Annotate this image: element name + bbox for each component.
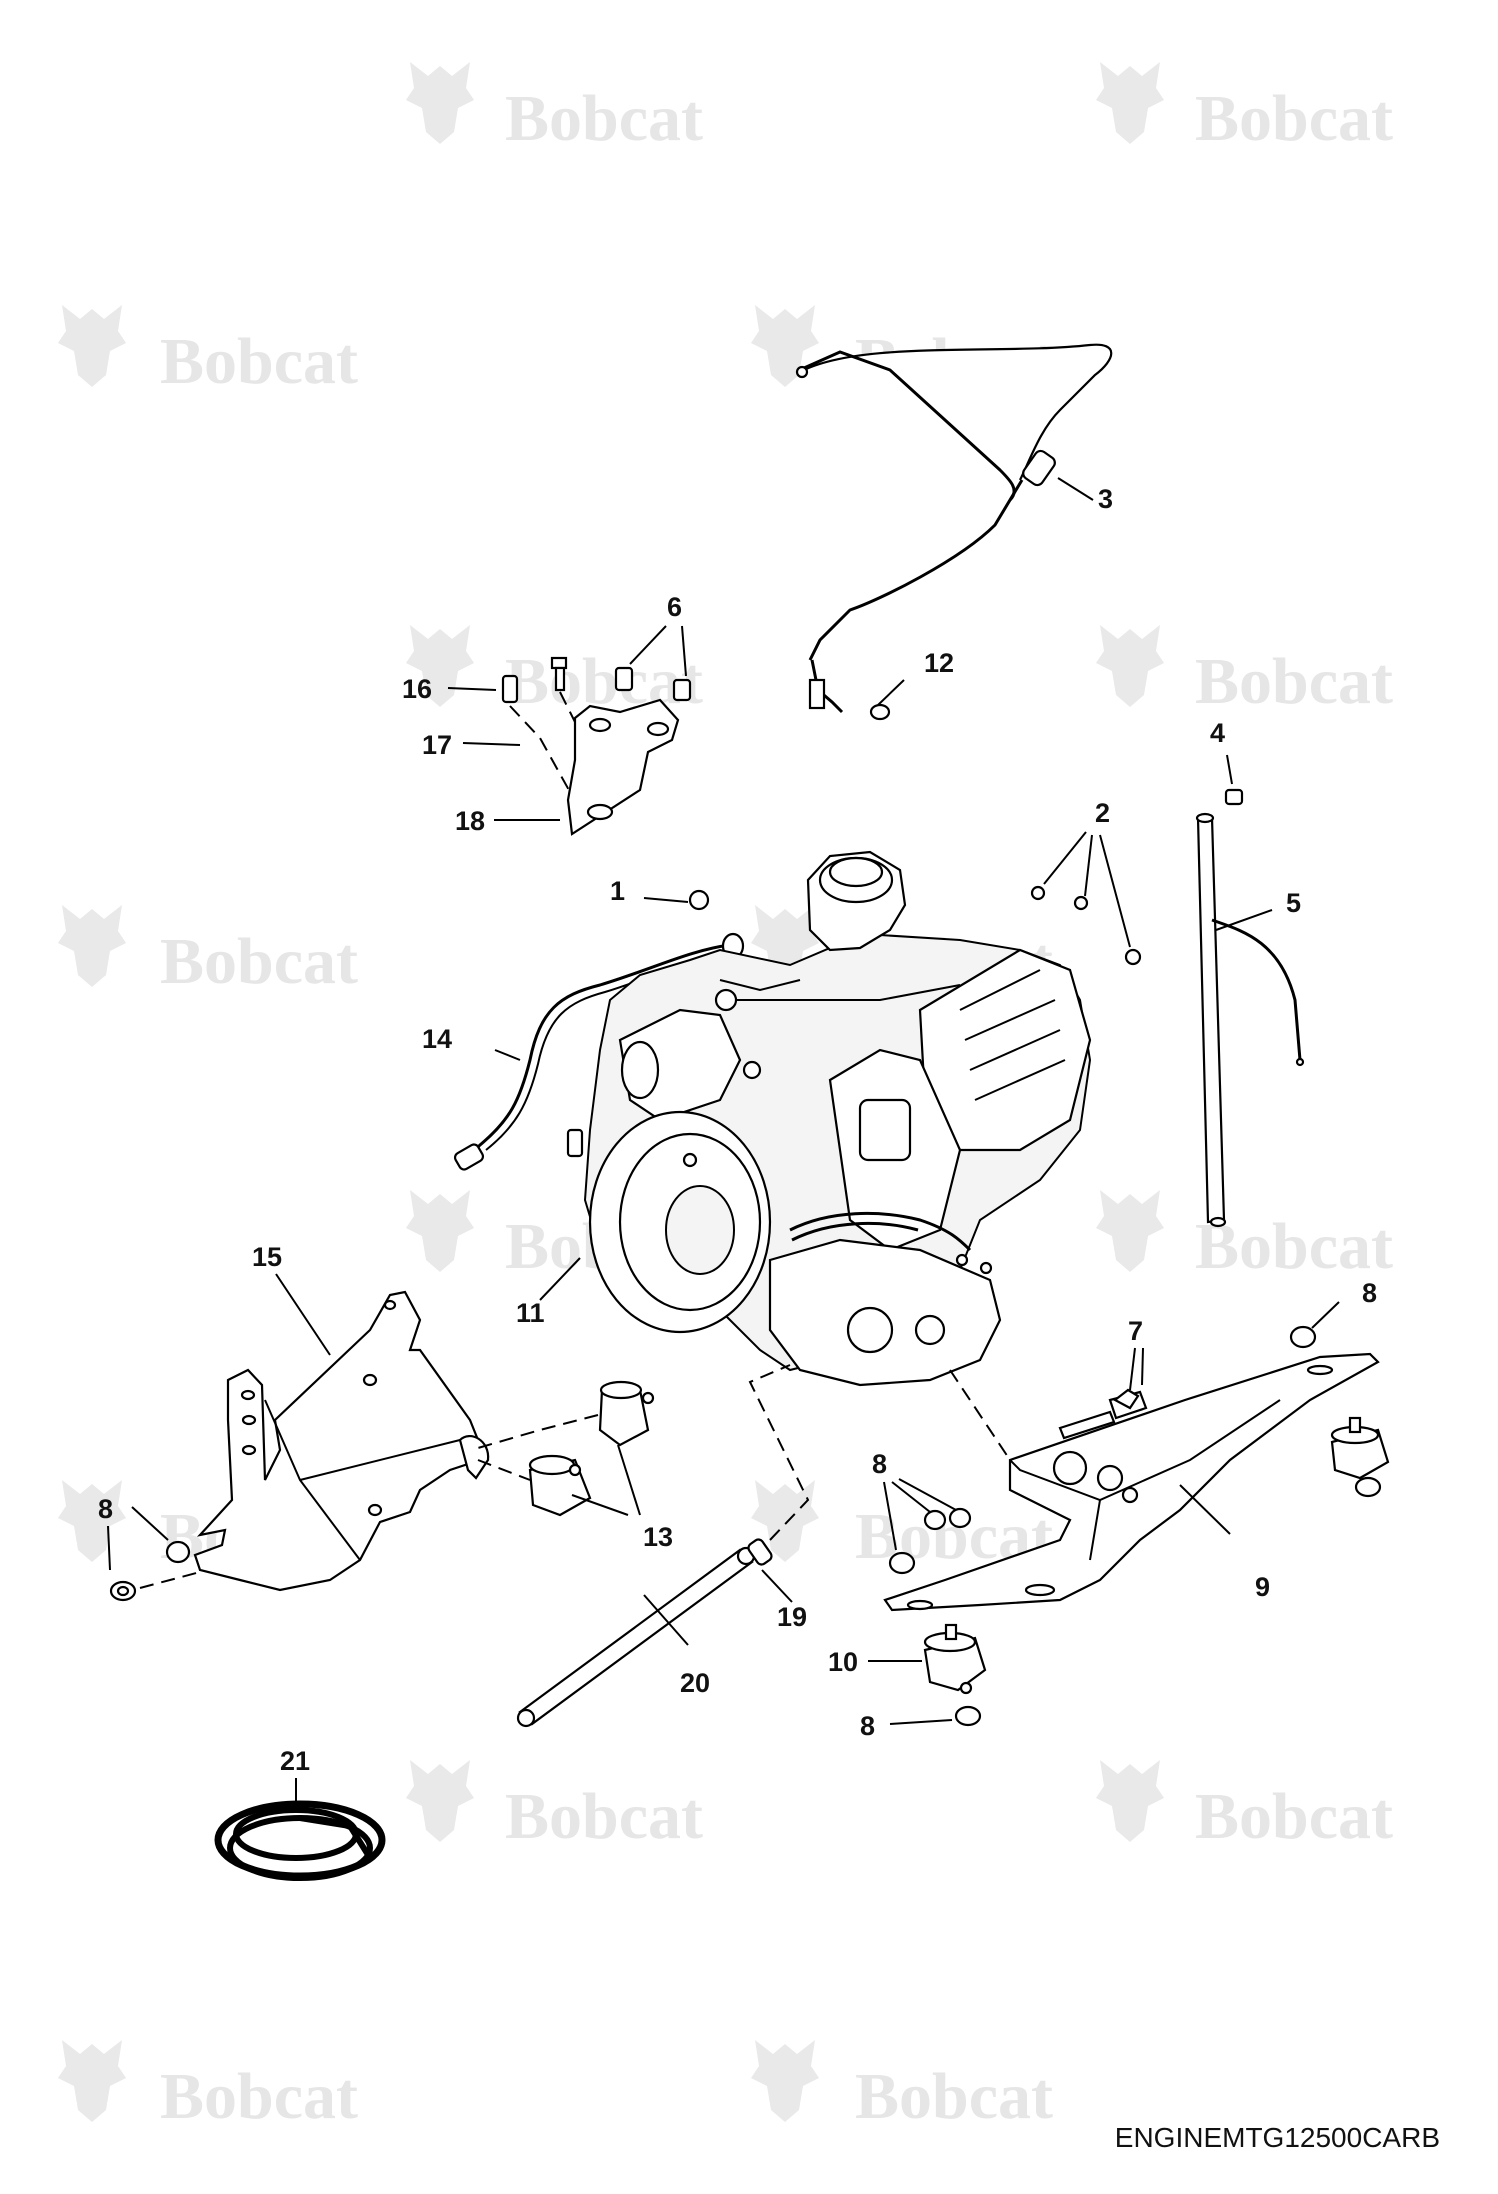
svg-text:Bobcat: Bobcat	[1195, 82, 1393, 155]
callout-19: 19	[777, 1602, 807, 1632]
callout-3: 3	[1098, 484, 1113, 514]
callout-20: 20	[680, 1668, 710, 1698]
callout-1: 1	[610, 876, 625, 906]
callout-11: 11	[516, 1298, 545, 1328]
callout-labels: 1 2 3 4 5 6 7 8 8 8 8 9 10 11 12 13 14 1…	[98, 484, 1377, 1776]
svg-text:Bobcat: Bobcat	[505, 645, 703, 718]
callout-10: 10	[828, 1647, 858, 1677]
callout-16: 16	[402, 674, 432, 704]
callout-15: 15	[252, 1242, 282, 1272]
watermark: Bobcat	[58, 305, 358, 398]
throttle-cable[interactable]	[795, 343, 1113, 714]
svg-text:Bobcat: Bobcat	[855, 2060, 1053, 2133]
callout-8: 8	[860, 1711, 875, 1741]
watermark: Bobcat	[406, 625, 703, 718]
nut-washers-right[interactable]	[888, 1325, 1382, 1727]
callout-8: 8	[872, 1449, 887, 1479]
rubber-mounts[interactable]	[477, 1380, 655, 1517]
rubber-isolator[interactable]	[923, 1623, 987, 1695]
callout-18: 18	[455, 806, 485, 836]
callout-4: 4	[1210, 718, 1225, 748]
watermark: Bobcat	[406, 1760, 703, 1853]
callout-7: 7	[1128, 1316, 1143, 1346]
callout-2: 2	[1095, 798, 1110, 828]
support-rod[interactable]	[1195, 788, 1305, 1228]
cable-clip[interactable]	[869, 703, 891, 721]
carb-bracket-assembly[interactable]	[501, 656, 692, 836]
svg-text:Bobcat: Bobcat	[505, 82, 703, 155]
engine-mount-bracket-left[interactable]	[193, 1290, 490, 1592]
svg-text:Bobcat: Bobcat	[160, 2060, 358, 2133]
callout-5: 5	[1286, 888, 1301, 918]
mounting-bolts[interactable]	[1058, 1388, 1148, 1440]
callout-17: 17	[422, 730, 452, 760]
mounting-screws[interactable]	[1030, 885, 1142, 966]
watermark: Bobcat	[58, 2040, 358, 2133]
fitting-nut[interactable]	[688, 889, 710, 911]
watermark: Bobcat	[1096, 1760, 1393, 1853]
callout-6: 6	[667, 592, 682, 622]
drawing-code: ENGINEMTG12500CARB	[1114, 2122, 1440, 2153]
callout-13: 13	[643, 1522, 673, 1552]
callout-14: 14	[422, 1024, 452, 1054]
watermark: Bobcat	[58, 905, 358, 998]
nut-washers-left[interactable]	[109, 1540, 201, 1602]
svg-text:Bobcat: Bobcat	[1195, 1780, 1393, 1853]
engine-mount-plate[interactable]	[883, 1352, 1380, 1612]
hose-coil[interactable]	[214, 1800, 386, 1881]
watermark: Bobcat	[751, 2040, 1053, 2133]
svg-text:Bobcat: Bobcat	[160, 325, 358, 398]
watermark: Bobcat	[1096, 62, 1393, 155]
callout-12: 12	[924, 648, 954, 678]
callout-21: 21	[280, 1746, 310, 1776]
callout-9: 9	[1255, 1572, 1270, 1602]
svg-text:Bobcat: Bobcat	[1195, 1210, 1393, 1283]
callout-8: 8	[98, 1494, 113, 1524]
svg-text:Bobcat: Bobcat	[505, 1780, 703, 1853]
svg-text:Bobcat: Bobcat	[1195, 645, 1393, 718]
svg-text:Bobcat: Bobcat	[160, 925, 358, 998]
rubber-isolator-right[interactable]	[1330, 1416, 1390, 1480]
crankcase-tube[interactable]	[516, 1364, 810, 1728]
callout-8: 8	[1362, 1278, 1377, 1308]
watermark: Bobcat	[1096, 625, 1393, 718]
leader-lines	[107, 477, 1340, 1808]
watermark: Bobcat	[1096, 1190, 1393, 1283]
watermark: Bobcat	[406, 62, 703, 155]
engine-assembly[interactable]	[566, 850, 1092, 1387]
